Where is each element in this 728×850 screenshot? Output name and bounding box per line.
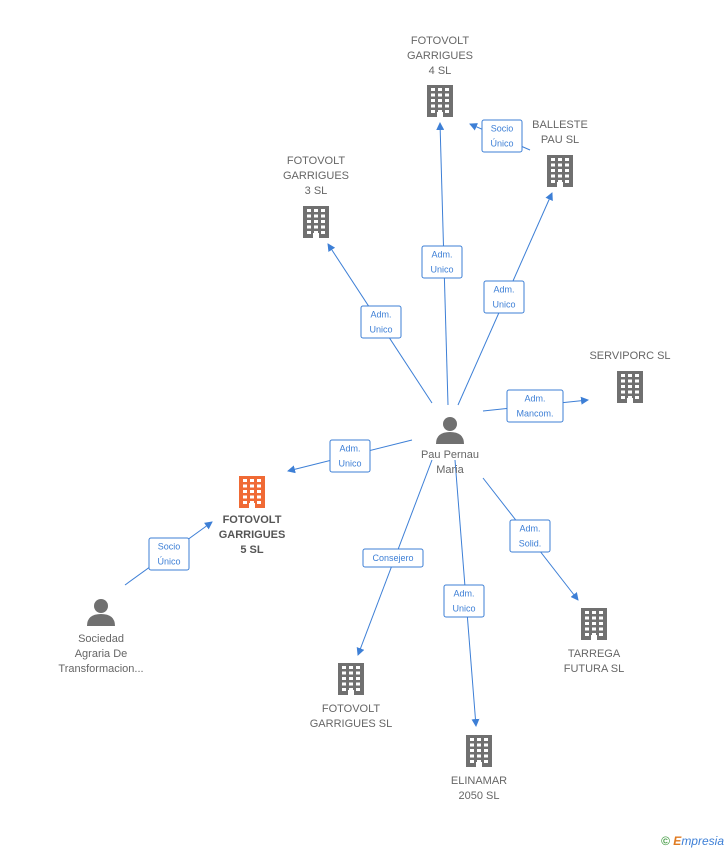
building-icon xyxy=(617,371,643,403)
node-label-line: FOTOVOLT xyxy=(223,514,282,526)
copyright-icon: © xyxy=(661,834,670,848)
edge-label-text: Adm. xyxy=(524,394,545,404)
building-icon xyxy=(547,155,573,187)
edge-pau-to-fg4: Adm. Unico xyxy=(421,122,463,406)
edge-label-text: Socio xyxy=(158,542,181,552)
node-label-line: GARRIGUES xyxy=(283,170,349,182)
node-label-line: GARRIGUES SL xyxy=(310,718,393,730)
edge-label-text: Adm. xyxy=(339,444,360,454)
edge-label-box[interactable] xyxy=(329,439,371,473)
building-icon xyxy=(239,476,265,508)
node-balleste[interactable]: BALLESTE PAU SL xyxy=(532,119,588,187)
edge-label-box[interactable] xyxy=(148,537,190,571)
node-label-line: GARRIGUES xyxy=(219,529,286,541)
building-icon xyxy=(581,608,607,640)
edge-label-text: Unico xyxy=(492,300,515,310)
node-label-line: 4 SL xyxy=(429,65,452,77)
node-label-line: PAU SL xyxy=(541,134,579,146)
edge-label-box[interactable] xyxy=(362,548,424,568)
node-label-line: FOTOVOLT xyxy=(322,703,381,715)
node-fg3[interactable]: FOTOVOLT GARRIGUES 3 SL xyxy=(283,155,349,238)
building-icon xyxy=(303,206,329,238)
node-label-line: Maria xyxy=(436,464,464,476)
node-label-line: FOTOVOLT xyxy=(287,155,346,167)
edge-label-text: Unico xyxy=(430,265,453,275)
node-label-line: Transformacion... xyxy=(58,663,143,675)
edge-pau-to-tarrega: Adm. Solid. xyxy=(482,477,579,601)
node-fg5[interactable]: FOTOVOLT GARRIGUES 5 SL xyxy=(219,476,286,556)
edge-label-text: Adm. xyxy=(370,310,391,320)
edge-label-text: Único xyxy=(490,139,513,149)
node-elinamar[interactable]: ELINAMAR 2050 SL xyxy=(451,735,507,802)
brand-name: mpresia xyxy=(681,834,724,848)
edge-pau-to-elinamar: Adm. Unico xyxy=(443,459,485,727)
node-fg4[interactable]: FOTOVOLT GARRIGUES 4 SL xyxy=(407,35,473,117)
building-icon xyxy=(466,735,492,767)
edge-label-box[interactable] xyxy=(506,389,564,423)
edge-label-box[interactable] xyxy=(509,519,551,553)
edge-label-text: Unico xyxy=(452,604,475,614)
person-icon xyxy=(436,417,464,444)
edge-label-text: Adm. xyxy=(453,589,474,599)
edge-label-text: Único xyxy=(157,557,180,567)
node-serviporc[interactable]: SERVIPORC SL xyxy=(589,350,671,403)
edge-label-box[interactable] xyxy=(421,245,463,279)
edge-pau-to-balleste: Adm. Unico xyxy=(457,192,553,406)
node-tarrega[interactable]: TARREGA FUTURA SL xyxy=(564,608,625,675)
edge-label-box[interactable] xyxy=(483,280,525,314)
person-icon xyxy=(87,599,115,626)
node-label-line: FUTURA SL xyxy=(564,663,625,675)
footer-brand: © Empresia xyxy=(661,834,724,848)
edge-label-text: Consejero xyxy=(372,553,413,563)
node-label-line: Sociedad xyxy=(78,633,124,645)
edge-label-text: Adm. xyxy=(493,285,514,295)
edge-label-text: Adm. xyxy=(431,250,452,260)
edge-label-text: Socio xyxy=(491,124,514,134)
edge-label-text: Unico xyxy=(338,459,361,469)
edge-label-box[interactable] xyxy=(481,119,523,153)
brand-initial: E xyxy=(673,834,682,848)
node-label-line: FOTOVOLT xyxy=(411,35,470,47)
node-label-line: ELINAMAR xyxy=(451,775,507,787)
building-icon xyxy=(427,85,453,117)
edge-label-box[interactable] xyxy=(443,584,485,618)
node-label-line: 3 SL xyxy=(305,185,328,197)
node-label-line: BALLESTE xyxy=(532,119,588,131)
edge-label-text: Adm. xyxy=(519,524,540,534)
edge-pau-to-fg3: Adm. Unico xyxy=(327,243,433,404)
building-icon xyxy=(338,663,364,695)
node-label-line: SERVIPORC SL xyxy=(589,350,670,362)
node-label-line: TARREGA xyxy=(568,648,621,660)
edge-pau-to-serviporc: Adm. Mancom. xyxy=(482,389,589,423)
node-label-line: Agraria De xyxy=(75,648,128,660)
node-label-line: Pau Pernau xyxy=(421,449,479,461)
node-label-line: 2050 SL xyxy=(459,790,500,802)
edge-label-box[interactable] xyxy=(360,305,402,339)
edge-label-text: Mancom. xyxy=(516,409,553,419)
edge-label-text: Unico xyxy=(369,325,392,335)
node-fgsl[interactable]: FOTOVOLT GARRIGUES SL xyxy=(310,663,393,730)
edge-pau-to-fgsl: Consejero xyxy=(356,459,433,656)
edge-pau-to-fg5: Adm. Unico xyxy=(287,439,413,474)
node-label-line: GARRIGUES xyxy=(407,50,473,62)
edge-label-text: Solid. xyxy=(519,539,542,549)
node-label-line: 5 SL xyxy=(240,544,264,556)
